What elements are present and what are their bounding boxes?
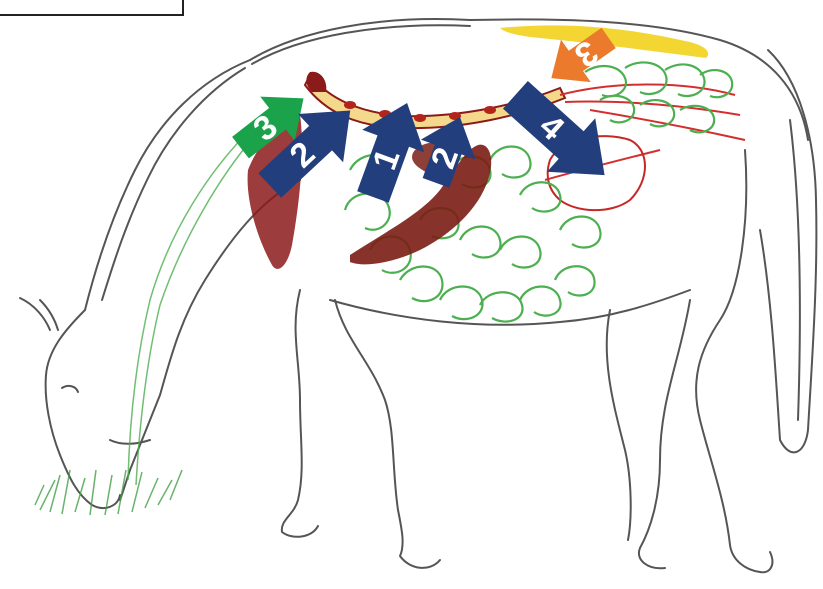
horse-outline xyxy=(20,19,816,572)
caption-box xyxy=(0,0,184,16)
esophagus xyxy=(128,130,258,485)
